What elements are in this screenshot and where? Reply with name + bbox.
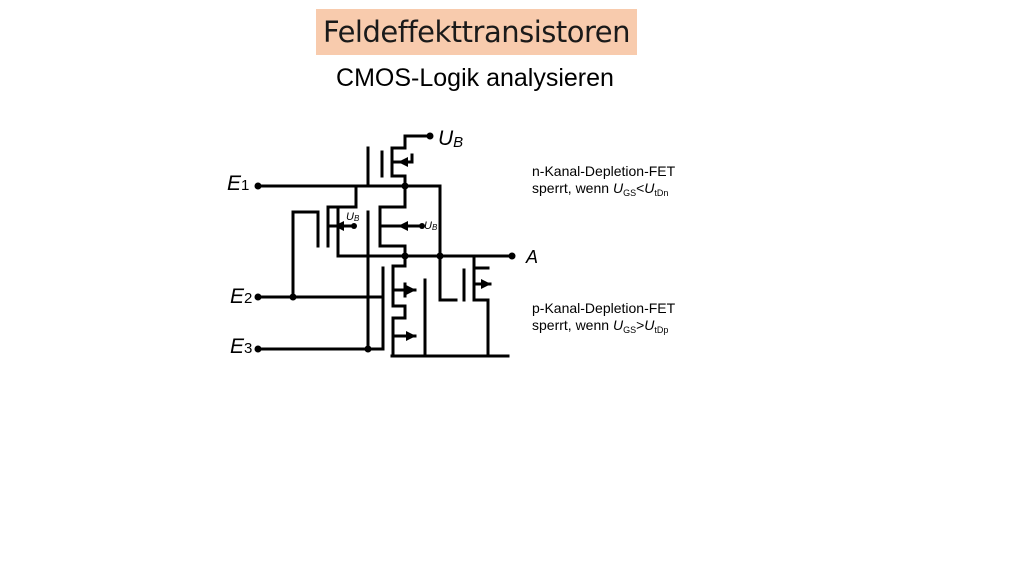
ub-terminal	[426, 132, 434, 140]
ub-label: UB	[438, 127, 463, 151]
p-channel-condition: sperrt, wenn UGS>UtDp	[532, 317, 669, 335]
junction-dot	[289, 293, 297, 301]
arrow-icon	[398, 157, 408, 167]
junction-dot	[364, 345, 372, 353]
arrow-icon	[398, 221, 408, 231]
p-channel-note: p-Kanal-Depletion-FET sperrt, wenn UGS>U…	[532, 300, 675, 339]
e3-terminal	[254, 345, 262, 353]
ub-small-terminal	[419, 223, 425, 229]
junction-dot	[401, 252, 409, 260]
n-channel-title: n-Kanal-Depletion-FET	[532, 163, 676, 179]
title-box: Feldeffekttransistoren	[316, 9, 637, 55]
p-channel-title: p-Kanal-Depletion-FET	[532, 300, 676, 316]
e2-label: E2	[230, 285, 252, 308]
junction-dot	[436, 252, 444, 260]
n-channel-note: n-Kanal-Depletion-FET sperrt, wenn UGS<U…	[532, 163, 675, 202]
arrow-icon	[334, 221, 344, 231]
output-label: A	[525, 247, 538, 267]
junction-dot	[401, 182, 409, 190]
page-title: Feldeffekttransistoren	[322, 15, 631, 49]
e1-terminal	[254, 182, 262, 190]
arrow-icon	[481, 279, 491, 289]
e1-label: E1	[227, 172, 249, 195]
e2-terminal	[254, 293, 262, 301]
ub-small-label: UB	[424, 220, 438, 232]
page-subtitle: CMOS-Logik analysieren	[336, 64, 614, 92]
ub-small-terminal	[351, 223, 357, 229]
arrow-icon	[406, 331, 416, 341]
arrow-icon	[406, 285, 416, 295]
output-terminal	[508, 252, 516, 260]
e3-label: E3	[230, 335, 252, 358]
n-channel-condition: sperrt, wenn UGS<UtDn	[532, 180, 669, 198]
ub-small-label: UB	[346, 211, 360, 223]
